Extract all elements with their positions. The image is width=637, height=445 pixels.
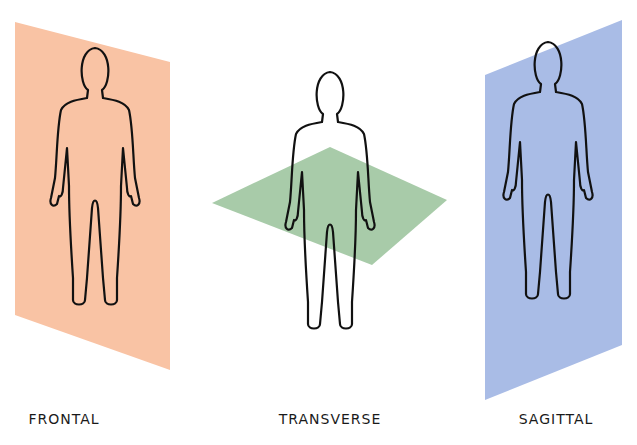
sagittal-plane	[485, 20, 622, 400]
plane-label: SAGITTAL	[519, 411, 594, 427]
human-figure	[285, 72, 374, 329]
frontal-plane	[15, 22, 170, 370]
human-figure	[50, 48, 139, 305]
plane-label: FRONTAL	[28, 411, 99, 427]
transverse-plane	[212, 147, 447, 265]
plane-label: TRANSVERSE	[279, 411, 382, 427]
human-figure	[503, 42, 592, 299]
